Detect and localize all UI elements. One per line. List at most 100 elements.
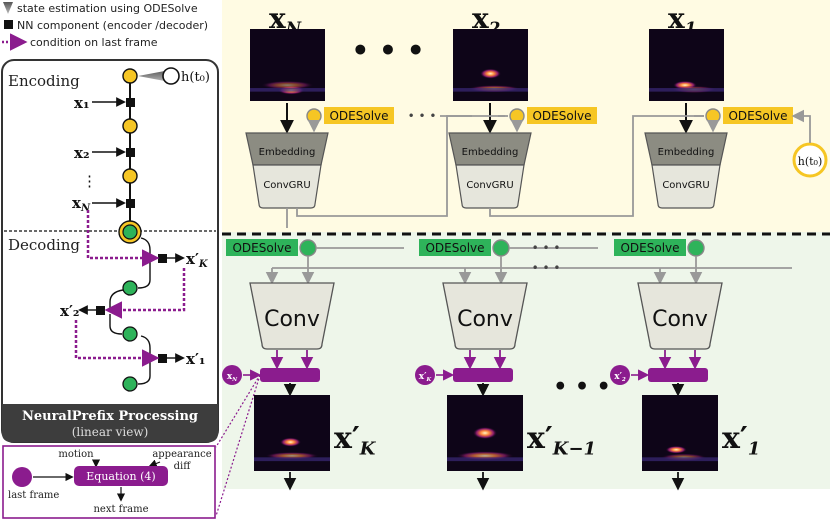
h0-node <box>792 142 828 178</box>
odesolve-tag <box>614 239 686 256</box>
conv-label: Conv <box>457 307 513 332</box>
decoder-frame-label: x′K−1 <box>527 421 596 460</box>
conv-label: Conv <box>264 307 320 332</box>
encoder-frame-label-sub: 1 <box>685 18 697 38</box>
latent-node-inner <box>122 224 138 240</box>
decoder-frame-label: x′K <box>334 421 377 460</box>
encoder-ellipsis-small: • • • <box>408 109 437 123</box>
decoder-frame-label-main: x′ <box>527 421 553 456</box>
conv-block <box>249 282 335 350</box>
decoder-frame-image-band <box>254 457 330 462</box>
decoder-ellipsis: • • • <box>553 374 611 400</box>
encoder-frame-image <box>649 29 724 101</box>
decoder-frame-label-sub: K−1 <box>552 439 596 460</box>
decoder-state-node <box>687 239 705 257</box>
equation-bar <box>453 368 513 382</box>
h0-connection <box>791 109 811 143</box>
equation-box: motion appearance diff Equation (4) last… <box>2 445 216 519</box>
odesolve-label: ODESolve <box>620 241 679 255</box>
encoder-frame-image <box>250 29 325 101</box>
convgru-label: ConvGRU <box>263 180 310 191</box>
convgru-block <box>252 164 322 209</box>
conditioning-frame-label: xN <box>227 372 238 383</box>
decoder-frame-image-band <box>447 457 523 462</box>
conditioning-frame-node <box>415 365 435 385</box>
decode-node <box>122 280 138 296</box>
decoder-frame-image <box>642 395 718 471</box>
embedding-label: Embedding <box>658 147 715 158</box>
odesolve-tag <box>419 239 491 256</box>
decoder-frame-label-main: x′ <box>334 421 360 456</box>
encoder-square <box>126 148 135 157</box>
conditioning-frame-label-main: x <box>227 372 233 382</box>
input-x1-label: x₁ <box>74 94 90 112</box>
encoder-state-node <box>705 108 721 124</box>
input-x2-label: x₂ <box>74 144 90 162</box>
cone-legend-icon <box>3 2 13 14</box>
convgru-label: ConvGRU <box>662 180 709 191</box>
motion-label: motion <box>58 449 94 460</box>
encoder-frame-label-main: x <box>668 2 685 35</box>
diff-label: diff <box>174 461 192 472</box>
decoder-state-node <box>492 239 510 257</box>
decoder-frame-image-blob <box>665 445 687 454</box>
decoder-frame-label: x′1 <box>722 421 760 460</box>
encoder-frame-image-band <box>453 88 528 92</box>
encoder-square <box>126 199 135 208</box>
conditioning-frame-label-sub: N <box>231 377 238 383</box>
decoder-frame-image <box>254 395 330 471</box>
equation-label: Equation (4) <box>86 470 155 483</box>
encoder-frame-image <box>453 29 528 101</box>
decoder-frame-image-blob <box>472 426 498 440</box>
equation-bar <box>648 368 708 382</box>
odesolve-tag <box>324 107 394 124</box>
encoder-frame-label-main: x <box>269 2 286 35</box>
encoder-state-node <box>306 108 322 124</box>
decoder-ellipsis-small: • • • <box>532 261 561 275</box>
decoder-frame-label-main: x′ <box>722 421 748 456</box>
embedding-label: Embedding <box>259 147 316 158</box>
legend-nn-component: NN component (encoder /decoder) <box>17 19 208 32</box>
decoder-frame-label-sub: K <box>359 439 377 460</box>
output-xp2-label: x′₂ <box>60 302 79 320</box>
odesolve-tag <box>723 107 793 124</box>
last-frame-node <box>12 467 32 487</box>
equation-bar <box>260 368 320 382</box>
output-xp1-label: x′₁ <box>186 350 205 368</box>
decoder-section: ODESolveConvxNx′KODESolveConvx′Kx′K−1ODE… <box>222 239 792 491</box>
decoding-label: Decoding <box>8 236 80 254</box>
next-frame-label: next frame <box>93 504 148 515</box>
decoder-frame-image <box>447 395 523 471</box>
recurrent-connection <box>489 115 704 217</box>
legend-state-estimation: state estimation using ODESolve <box>17 2 198 15</box>
decoder-square <box>158 254 167 263</box>
input-xN-label: xN <box>72 194 91 214</box>
linear-view-panel: Encoding Decoding h(t₀) x₁ x₂ ⋮ xN <box>1 59 219 443</box>
encode-node <box>122 68 138 84</box>
vertical-dots: ⋮ <box>82 172 97 190</box>
decode-node <box>122 376 138 392</box>
conditioning-frame-label-main: x′ <box>419 372 427 382</box>
encoder-frame-image-blob <box>480 68 501 79</box>
odesolve-label: ODESolve <box>532 109 591 123</box>
encoder-frame-image-blob <box>261 80 314 90</box>
panel-footer-subtitle: (linear view) <box>72 425 149 439</box>
conditioning-frame-node <box>610 365 630 385</box>
h0-node <box>162 67 180 85</box>
panel-footer-title: NeuralPrefix Processing <box>22 409 198 424</box>
odesolve-tag <box>527 107 597 124</box>
convgru-label: ConvGRU <box>466 180 513 191</box>
convgru-block <box>455 164 525 209</box>
convgru-block <box>651 164 721 209</box>
h0-label: h(t₀) <box>181 70 210 85</box>
decoder-ellipsis-small: • • • <box>532 241 561 255</box>
conditioning-frame-label: x′2 <box>614 372 626 383</box>
decoder-state-node <box>299 239 317 257</box>
encoder-frame-image-band <box>250 88 325 92</box>
conv-block <box>442 282 528 350</box>
decoder-frame-image-band <box>642 457 718 462</box>
output-xpK-label: x′K <box>186 250 209 270</box>
last-frame-label: last frame <box>8 490 59 501</box>
